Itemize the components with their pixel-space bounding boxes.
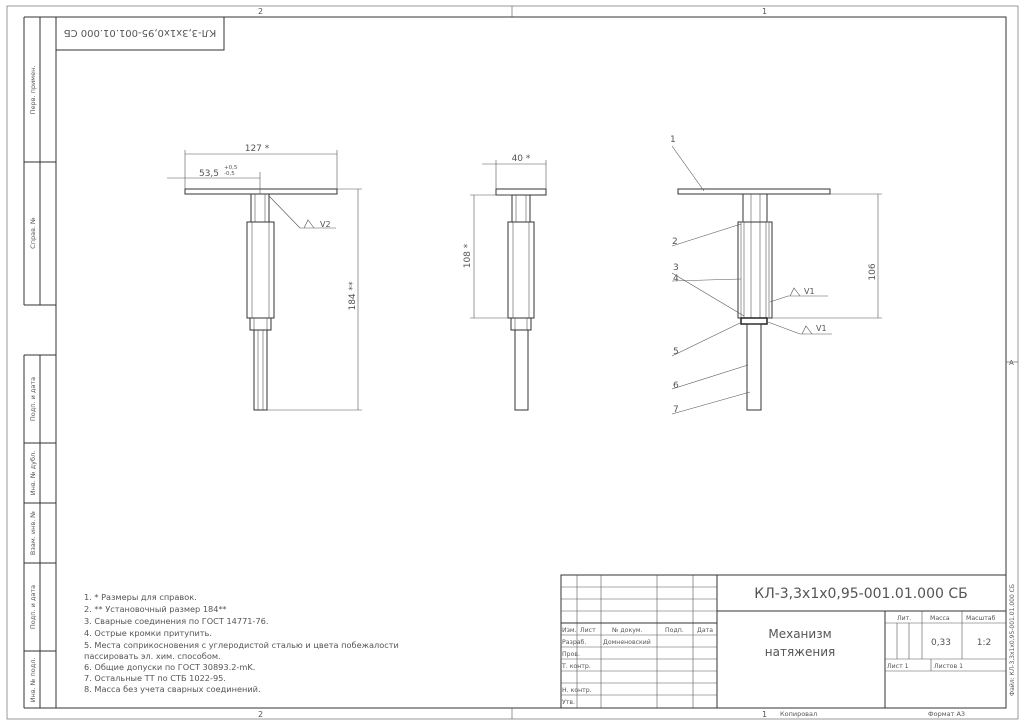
leader-label: 5 xyxy=(673,347,679,357)
tb-row-label: Н. контр. xyxy=(562,687,592,694)
top-stamp: КЛ-3,3x1x0,95-001.01.000 СБ xyxy=(64,27,217,38)
tb-header: Лит. xyxy=(897,615,911,622)
view-section: 106 V1 V1 1 2 3 4 5 6 7 xyxy=(670,135,882,415)
note-line: пассировать эл. хим. способом. xyxy=(84,651,221,661)
leader-label: 6 xyxy=(673,381,679,391)
tb-row-label: Т. контр. xyxy=(561,663,591,670)
note-line: 2. ** Установочный размер 184** xyxy=(84,604,227,614)
note-line: 6. Общие допуски по ГОСТ 30893.2-mK. xyxy=(84,662,255,672)
rod xyxy=(514,329,529,411)
screw-upper xyxy=(511,194,531,223)
nut xyxy=(249,317,272,331)
side-label: Инв. № дубл. xyxy=(29,451,37,495)
tb-row-label: Пров. xyxy=(562,651,580,658)
nut xyxy=(740,317,768,325)
tb-sheets: Листов 1 xyxy=(934,663,963,670)
note-line: 5. Места соприкосновения с углеродистой … xyxy=(84,640,399,650)
tb-sheet: Лист 1 xyxy=(887,663,909,670)
tb-header: Подп. xyxy=(665,627,684,634)
leader-label: 7 xyxy=(673,405,679,415)
tb-header: № докум. xyxy=(611,627,643,634)
rod xyxy=(746,323,762,411)
tb-header: Масса xyxy=(930,615,950,622)
side-columns xyxy=(23,16,56,709)
note-line: 8. Масса без учета сварных соединений. xyxy=(84,684,261,694)
note-line: 1. * Размеры для справок. xyxy=(84,592,197,602)
outer-border xyxy=(6,5,1019,720)
side-label: Справ. № xyxy=(29,217,37,249)
title-designation: КЛ-3,3x1x0,95-001.01.000 СБ xyxy=(754,586,967,602)
screw-upper xyxy=(250,193,270,223)
leader-label: 3 xyxy=(673,263,679,273)
dim-height: 184 ** xyxy=(348,281,358,311)
title-block xyxy=(560,574,1007,709)
dim-height: 106 xyxy=(868,263,878,280)
leader-label: 4 xyxy=(673,274,679,284)
title-name-line1: Механизм xyxy=(768,627,831,641)
tb-mass-value: 0,33 xyxy=(931,638,951,648)
leader-label: 1 xyxy=(670,135,676,145)
note-line: 4. Острые кромки притупить. xyxy=(84,628,212,638)
side-label: Подп. и дата xyxy=(29,585,37,629)
top-plate xyxy=(184,188,338,195)
rod xyxy=(253,329,268,411)
side-label: Перв. примен. xyxy=(29,66,37,115)
footer-kopiroval: Копировал xyxy=(780,710,817,718)
footer-format: Формат А3 xyxy=(928,710,965,718)
tb-header: Лист xyxy=(580,627,596,634)
technical-notes: 1. * Размеры для справок. 2. ** Установо… xyxy=(84,592,399,694)
top-plate xyxy=(495,188,547,196)
dim-width: 127 * xyxy=(245,144,270,154)
side-label: Подп. и дата xyxy=(29,377,37,421)
dim-height: 108 * xyxy=(463,243,473,268)
tb-header: Изм. xyxy=(562,627,577,634)
top-plate xyxy=(677,188,831,195)
dim-tol: +0,5 xyxy=(224,165,238,171)
tb-row-name: Домненовский xyxy=(603,638,651,646)
hex-sleeve xyxy=(737,221,773,319)
zone-label: 2 xyxy=(258,7,263,16)
note-line: 3. Сварные соединения по ГОСТ 14771-76. xyxy=(84,616,269,626)
tb-row-label: Утв. xyxy=(562,699,575,706)
tb-scale-value: 1:2 xyxy=(977,638,991,648)
dim-tol: -0,5 xyxy=(224,171,235,177)
inner-frame xyxy=(55,16,1007,709)
footer-file-label: Файл: КЛ-3,3x1x0,95-001.01.000 СБ xyxy=(1009,584,1016,696)
tb-header: Масштаб xyxy=(966,614,996,622)
screw-upper xyxy=(742,193,768,223)
nut xyxy=(510,317,532,331)
weld-symbol: V2 xyxy=(320,220,331,229)
top-stamp-box xyxy=(55,16,225,51)
tb-header: Дата xyxy=(697,627,713,634)
tb-row-label: Разраб. xyxy=(562,638,586,646)
note-line: 7. Остальные ТТ по СТБ 1022-95. xyxy=(84,673,226,683)
side-label: Инв. № подл. xyxy=(29,658,37,703)
zone-label: 1 xyxy=(762,7,767,16)
hex-sleeve xyxy=(246,221,275,319)
leader-label: 2 xyxy=(672,237,678,247)
zone-label: 1 xyxy=(762,710,767,719)
view-front: 127 * 53,5 +0,5 -0,5 184 ** V2 xyxy=(167,144,362,411)
dim-width: 40 * xyxy=(512,154,531,164)
weld-symbol: V1 xyxy=(804,287,815,296)
hex-sleeve xyxy=(507,221,535,319)
side-label: Взам. инв. № xyxy=(29,511,37,555)
title-name-line2: натяжения xyxy=(765,645,835,659)
view-side: 40 * 108 * xyxy=(463,154,547,411)
zone-label: A xyxy=(1009,359,1014,367)
weld-symbol: V1 xyxy=(816,324,827,333)
zone-label: 2 xyxy=(258,710,263,719)
dim-offset: 53,5 xyxy=(199,169,219,179)
